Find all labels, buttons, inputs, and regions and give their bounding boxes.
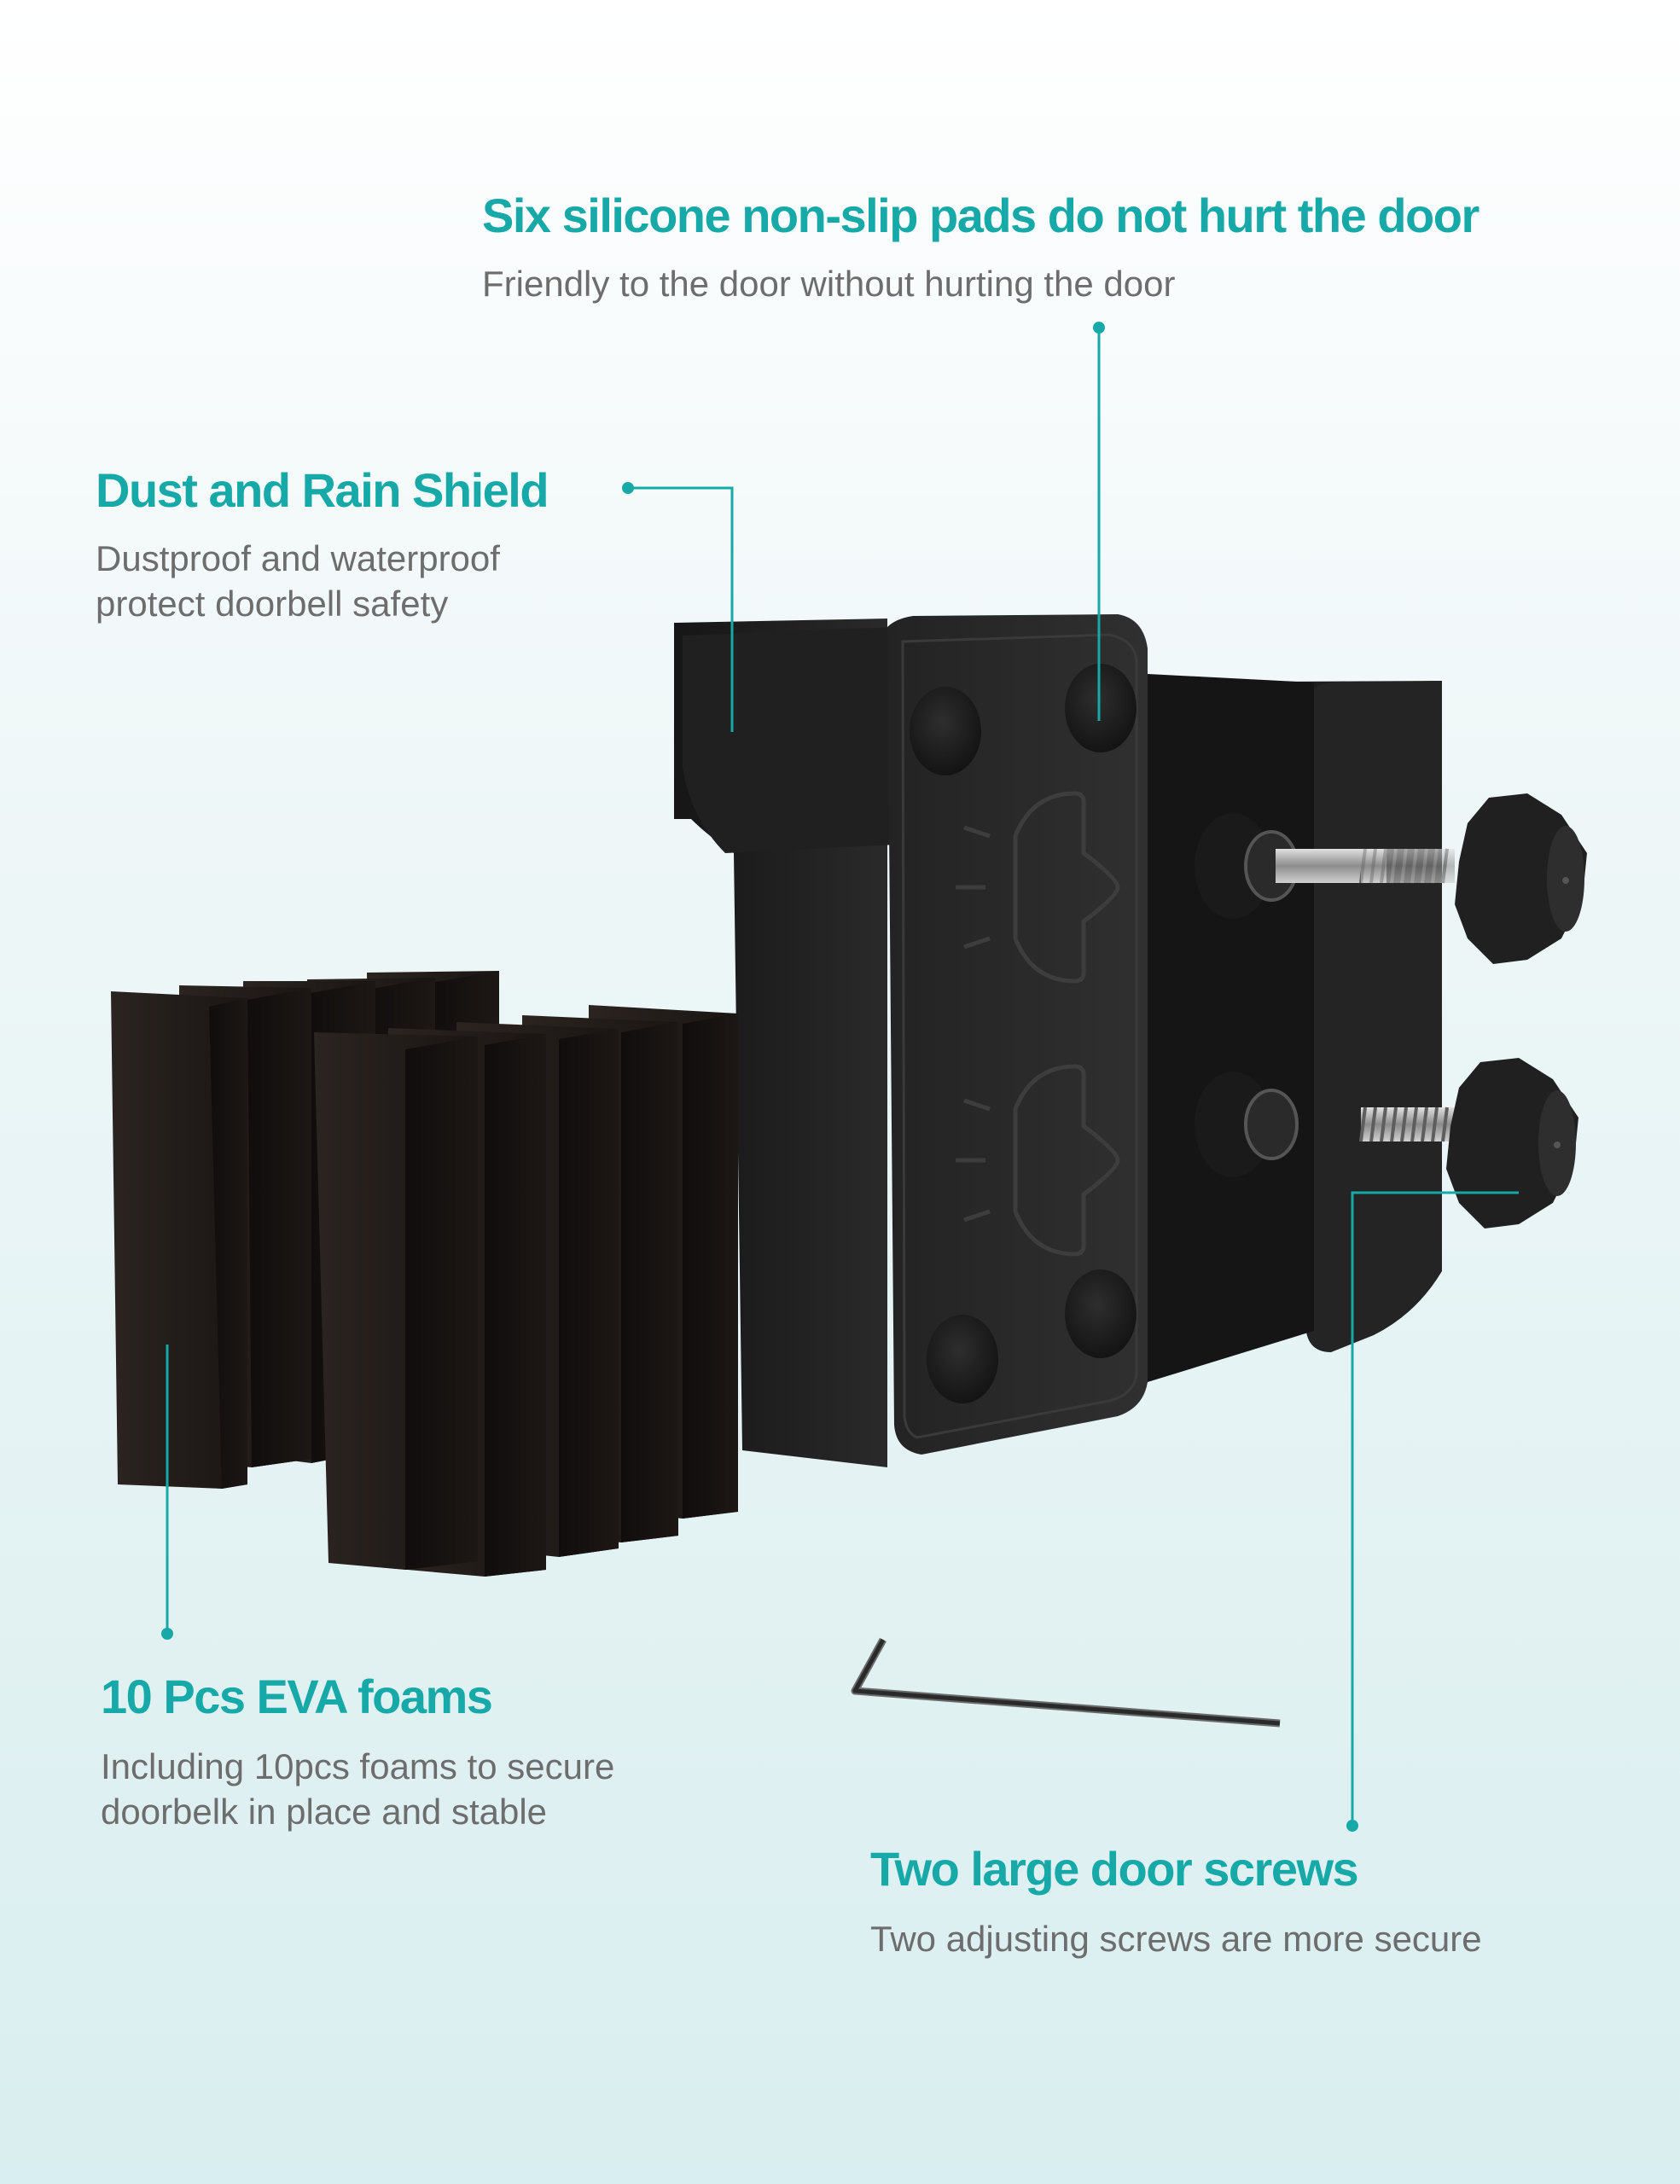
silicone-pad [1065, 1269, 1136, 1358]
leader-line-screws [1351, 1191, 1519, 1826]
silicone-pad [927, 1315, 998, 1403]
callout-title: Dust and Rain Shield [96, 463, 549, 517]
callout-eva-foams: 10 Pcs EVA foams Including 10pcs foams t… [101, 1670, 698, 1835]
leader-dot [1093, 322, 1105, 334]
callout-door-screws: Two large door screws Two adjusting scre… [870, 1843, 1482, 1961]
silicone-pad [910, 687, 981, 775]
callout-description: Dustproof and waterproof protect doorbel… [96, 537, 500, 624]
callout-description: Friendly to the door without hurting the… [482, 263, 1176, 304]
leader-dot [622, 482, 634, 494]
callout-description: Two adjusting screws are more secure [870, 1918, 1482, 1959]
foam-block [111, 991, 247, 1489]
leader-dot [161, 1628, 173, 1640]
callout-title: 10 Pcs EVA foams [101, 1670, 493, 1723]
door-screw [1195, 1058, 1578, 1228]
star-knob [1455, 793, 1587, 964]
doorbell-icon [956, 791, 1120, 984]
hex-key [851, 1637, 1281, 1728]
silicone-pad [1065, 664, 1136, 752]
leader-line-shield [628, 486, 734, 732]
star-knob [1446, 1058, 1578, 1228]
callout-title: Two large door screws [870, 1842, 1359, 1896]
door-screw [1195, 793, 1587, 964]
callout-title: Six silicone non-slip pads do not hurt t… [482, 189, 1479, 242]
callout-silicone-pads: Six silicone non-slip pads do not hurt t… [482, 189, 1479, 306]
leader-dot [1346, 1820, 1358, 1832]
callout-description: Including 10pcs foams to secure doorbelk… [101, 1745, 615, 1833]
doorbell-icon [956, 1064, 1120, 1257]
callout-rain-shield: Dust and Rain Shield Dustproof and water… [96, 464, 573, 627]
eva-foams [111, 971, 738, 1577]
foam-block [314, 1032, 478, 1570]
doorbell-mount [674, 614, 1587, 1467]
callout-lines [166, 328, 1519, 1826]
